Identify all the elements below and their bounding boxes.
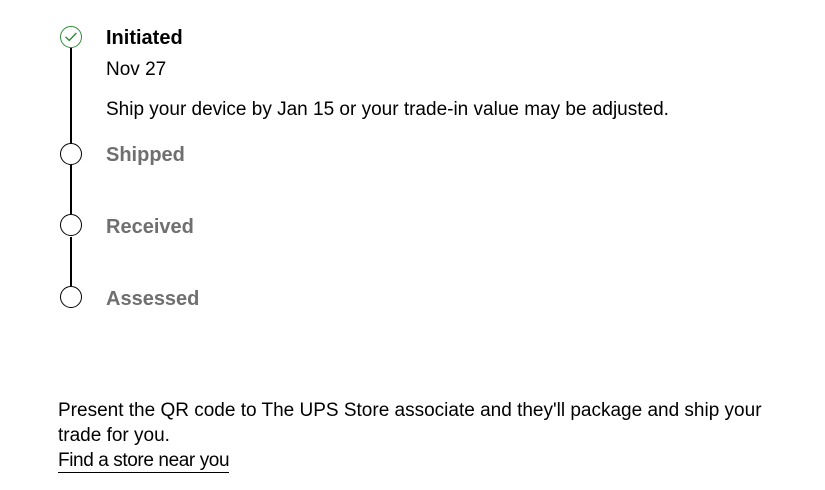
step-title: Assessed — [106, 288, 200, 310]
check-circle-icon — [60, 26, 82, 48]
timeline-connector — [70, 165, 72, 214]
store-dropoff-info: Present the QR code to The UPS Store ass… — [58, 398, 798, 473]
trade-in-status-tracker: Initiated Nov 27 Ship your device by Jan… — [60, 26, 669, 310]
step-title: Initiated — [106, 27, 183, 49]
empty-circle-icon — [60, 214, 82, 236]
dropoff-instructions: Present the QR code to The UPS Store ass… — [58, 400, 762, 446]
empty-circle-icon — [60, 143, 82, 165]
step-date: Nov 27 — [106, 59, 167, 80]
timeline-connector — [70, 48, 72, 146]
step-title: Shipped — [106, 144, 185, 166]
empty-circle-icon — [60, 286, 82, 308]
step-title: Received — [106, 216, 194, 238]
find-store-link[interactable]: Find a store near you — [58, 450, 230, 473]
shipping-deadline-note: Ship your device by Jan 15 or your trade… — [106, 99, 669, 120]
timeline-connector — [70, 237, 72, 286]
